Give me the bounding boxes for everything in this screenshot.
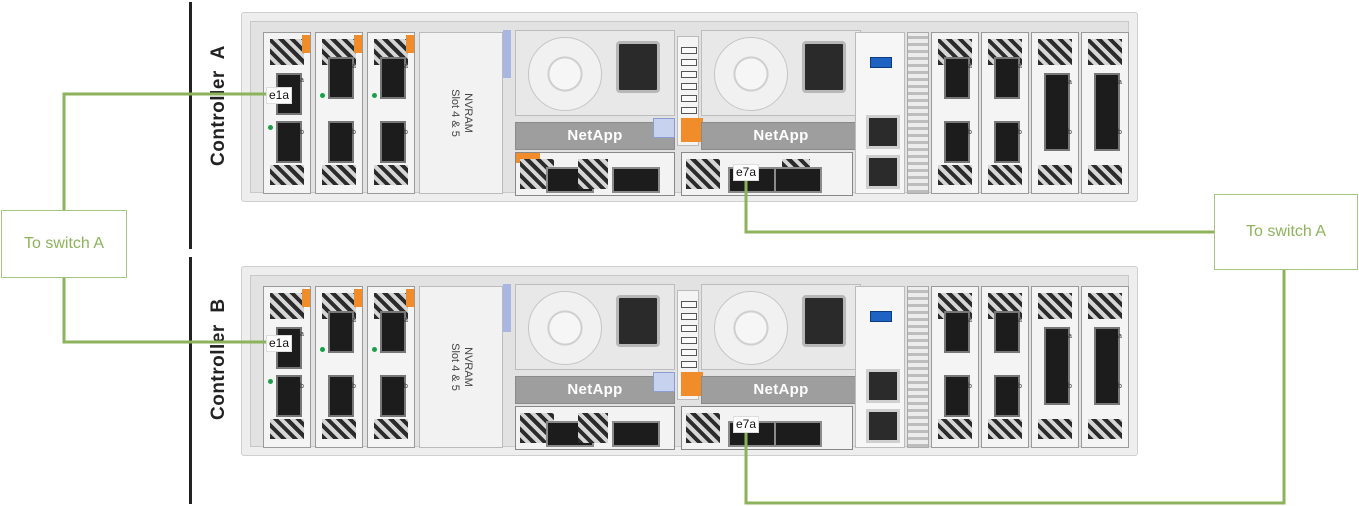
- io-card-slot-11: a b: [1031, 32, 1079, 194]
- ethernet-port-icon: [866, 115, 900, 149]
- port-letter-b: b: [352, 383, 356, 390]
- io-card-slot-10: a b: [981, 32, 1029, 194]
- port-letter-b: b: [1118, 383, 1122, 390]
- nic-card-7: [681, 152, 853, 196]
- usb-port-icon: [870, 311, 892, 322]
- port-letter-a: a: [300, 331, 304, 338]
- port-letter-b: b: [968, 383, 972, 390]
- controller-a-rail: [189, 2, 192, 249]
- nic-card-1: [515, 406, 675, 450]
- blue-handle: [503, 30, 511, 78]
- port-letter-a: a: [404, 63, 408, 70]
- port-letter-a: a: [1118, 79, 1122, 86]
- io-card-slot-11: a b: [1031, 286, 1079, 448]
- power-inlet-icon: [802, 295, 846, 347]
- port-letter-a: a: [1018, 317, 1022, 324]
- port-letter-b: b: [404, 383, 408, 390]
- fan-icon: [714, 37, 788, 111]
- ethernet-port-icon: [866, 409, 900, 443]
- cable-a-e1a: [62, 92, 271, 210]
- controller-b-chassis: a b a b a b NVRAM Slot 4 & 5: [241, 266, 1138, 456]
- blue-latch: [653, 118, 675, 138]
- io-card-slot-2: a b: [315, 286, 363, 448]
- cable-b-e7a: [744, 270, 1286, 505]
- port-letter-b: b: [352, 129, 356, 136]
- controller-b-rail: [189, 257, 192, 504]
- fan-icon: [528, 291, 602, 365]
- power-supply-1: [515, 30, 675, 116]
- switch-a-box-right: To switch A: [1214, 194, 1358, 270]
- port-letter-b: b: [1018, 383, 1022, 390]
- port-letter-a: a: [1068, 333, 1072, 340]
- port-letter-b: b: [1118, 129, 1122, 136]
- power-inlet-icon: [616, 295, 660, 347]
- port-letter-b: b: [404, 129, 408, 136]
- controller-a-chassis: a b a b a b NVRAM Slot 4 & 5: [241, 12, 1138, 202]
- port-letter-b: b: [1068, 383, 1072, 390]
- nvram-module: NVRAM Slot 4 & 5: [419, 286, 503, 448]
- io-card-slot-2: a b: [315, 32, 363, 194]
- management-block: [855, 286, 905, 448]
- orange-latch: [681, 118, 703, 142]
- port-letter-a: a: [968, 317, 972, 324]
- power-inlet-icon: [616, 41, 660, 93]
- io-card-slot-9: a b: [931, 286, 979, 448]
- nvram-module: NVRAM Slot 4 & 5: [419, 32, 503, 194]
- management-block: [855, 32, 905, 194]
- port-letter-a: a: [300, 77, 304, 84]
- port-label-e7a-b: e7a: [733, 416, 760, 433]
- blue-handle: [503, 284, 511, 332]
- port-letter-a: a: [352, 63, 356, 70]
- port-letter-b: b: [1018, 129, 1022, 136]
- ethernet-port-icon: [866, 369, 900, 403]
- port-label-e1a-a: e1a: [266, 87, 293, 104]
- port-letter-a: a: [404, 317, 408, 324]
- io-card-slot-12: a b: [1081, 32, 1129, 194]
- io-card-slot-3: a b: [367, 286, 415, 448]
- port-letter-a: a: [352, 317, 356, 324]
- io-card-slot-12: a b: [1081, 286, 1129, 448]
- port-label-e7a-a: e7a: [733, 164, 760, 181]
- io-card-slot-1: a b: [263, 286, 311, 448]
- port-letter-b: b: [300, 129, 304, 136]
- nic-card-1: [515, 152, 675, 196]
- fan-icon: [528, 37, 602, 111]
- port-letter-a: a: [968, 63, 972, 70]
- io-card-slot-3: a b: [367, 32, 415, 194]
- port-letter-a: a: [1068, 79, 1072, 86]
- cable-b-e1a: [62, 278, 271, 344]
- port-letter-a: a: [1018, 63, 1022, 70]
- port-letter-b: b: [968, 129, 972, 136]
- blue-latch: [653, 372, 675, 392]
- switch-a-box-left: To switch A: [1, 210, 127, 278]
- netapp-bar-1: NetApp: [515, 376, 675, 404]
- orange-latch: [681, 372, 703, 396]
- port-letter-b: b: [1068, 129, 1072, 136]
- chassis-inner: a b a b a b NVRAM Slot 4 & 5: [250, 21, 1129, 196]
- port-letter-b: b: [300, 383, 304, 390]
- power-supply-2: [701, 284, 861, 370]
- io-card-slot-9: a b: [931, 32, 979, 194]
- cable-a-e7a: [744, 180, 1214, 234]
- netapp-bar-2: NetApp: [701, 376, 861, 404]
- power-supply-1: [515, 284, 675, 370]
- port-letter-a: a: [1118, 333, 1122, 340]
- power-supply-2: [701, 30, 861, 116]
- port-label-e1a-b: e1a: [266, 335, 293, 352]
- io-card-slot-10: a b: [981, 286, 1029, 448]
- vent-strip: [907, 286, 929, 448]
- usb-port-icon: [870, 57, 892, 68]
- vent-strip: [907, 32, 929, 194]
- power-inlet-icon: [802, 41, 846, 93]
- ethernet-port-icon: [866, 155, 900, 189]
- chassis-inner: a b a b a b NVRAM Slot 4 & 5: [250, 275, 1129, 450]
- fan-icon: [714, 291, 788, 365]
